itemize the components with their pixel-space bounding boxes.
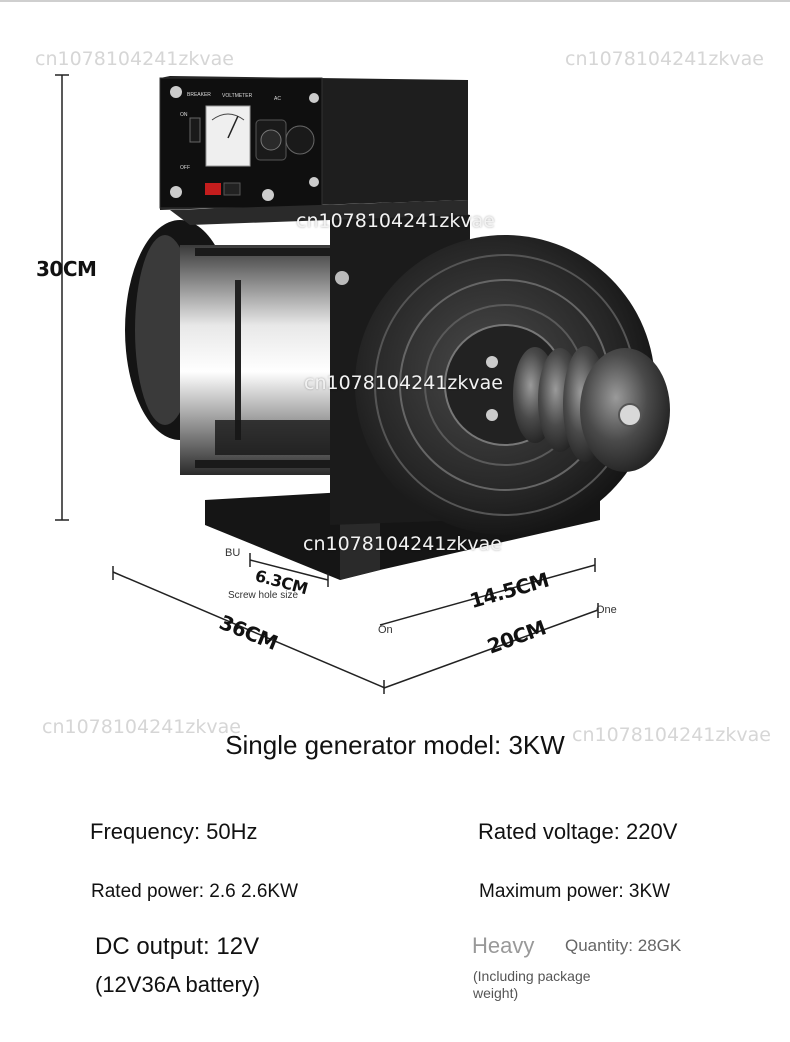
generator-image [55, 74, 670, 694]
watermark-control-box: cn1078104241zkvae [296, 210, 495, 232]
panel-label-ac: AC [274, 96, 281, 102]
one-label: One [596, 604, 617, 616]
spec-max-power: Maximum power: 3KW [479, 881, 671, 902]
panel-label-off: OFF [180, 165, 190, 171]
panel-label-voltmeter: VOLTMETER [222, 93, 253, 99]
spec-dc-output: DC output: 12V [95, 933, 260, 960]
spec-frequency: Frequency: 50Hz [90, 819, 258, 844]
watermark-bottom-right: cn1078104241zkvae [572, 724, 771, 746]
watermark-bottom-left: cn1078104241zkvae [42, 716, 241, 738]
spec-package-note: (Including package weight) [473, 968, 591, 1001]
watermark-top-right: cn1078104241zkvae [565, 48, 764, 70]
on-label: On [378, 624, 393, 636]
top-border [0, 0, 790, 2]
bu-label: BU [225, 547, 241, 559]
panel-label-breaker: BREAKER [187, 92, 211, 98]
spec-rated-voltage: Rated voltage: 220V [478, 819, 678, 844]
spec-rated-power: Rated power: 2.6 2.6KW [91, 881, 298, 902]
height-dimension: 30CM [36, 257, 97, 281]
spec-heavy: Heavy [472, 933, 535, 958]
watermark-center: cn1078104241zkvae [304, 372, 503, 394]
watermark-base: cn1078104241zkvae [303, 533, 502, 555]
spec-quantity: Quantity: 28GK [565, 936, 682, 955]
panel-label-on: ON [180, 112, 188, 118]
watermark-top-left: cn1078104241zkvae [35, 48, 234, 70]
screw-hole-caption: Screw hole size [228, 590, 299, 601]
spec-battery: (12V36A battery) [95, 972, 261, 997]
model-caption: Single generator model: 3KW [225, 730, 565, 760]
